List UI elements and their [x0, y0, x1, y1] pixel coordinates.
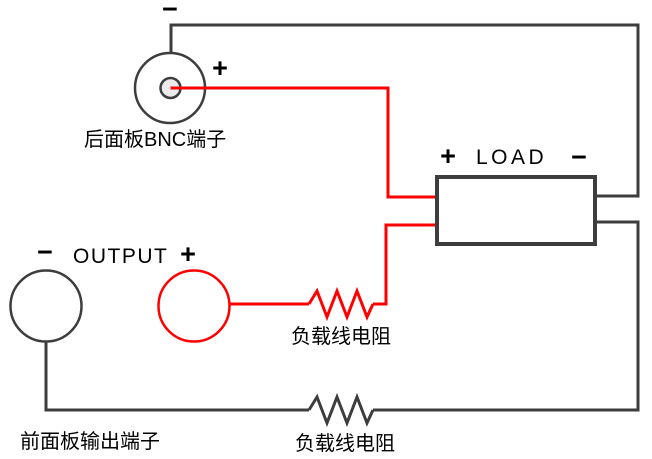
load-wire-resistor-bottom-icon [307, 392, 375, 428]
load-label: LOAD [476, 146, 548, 169]
load-wire-resistance-top-label: 负载线电阻 [291, 326, 391, 348]
load-wire-resistance-bottom-label: 负载线电阻 [295, 433, 395, 455]
front-negative-wire [44, 341, 309, 412]
bnc-positive-wire [170, 86, 435, 199]
load-negative-wire [373, 220, 640, 412]
bnc-plus-sign: + [212, 53, 228, 83]
output-negative-terminal-icon [9, 269, 83, 343]
bnc-terminal-label: 后面板BNC端子 [84, 129, 227, 151]
load-minus-sign: − [571, 142, 587, 172]
load-wire-resistor-top-icon [307, 286, 375, 322]
load-positive-wire [373, 223, 435, 306]
output-label: OUTPUT [73, 245, 169, 268]
load-plus-sign: + [440, 141, 456, 171]
output-plus-sign: + [180, 239, 196, 269]
bnc-minus-sign: − [162, 0, 178, 24]
load-box [435, 175, 597, 246]
front-panel-terminal-label: 前面板输出端子 [20, 431, 160, 453]
bnc-negative-wire [169, 23, 640, 198]
output-positive-terminal-icon [157, 269, 231, 343]
output-minus-sign: − [37, 237, 53, 267]
